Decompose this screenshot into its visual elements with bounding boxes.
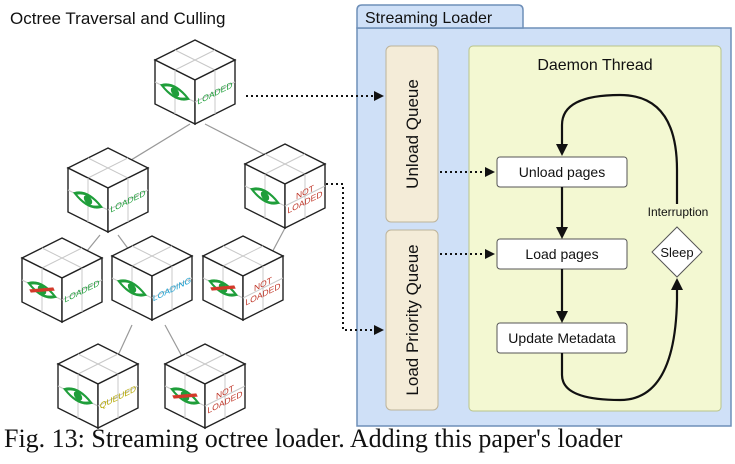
eye-icon — [169, 387, 201, 405]
interruption-label: Interruption — [648, 205, 709, 219]
culled-slash — [210, 285, 236, 291]
unload-queue — [385, 45, 439, 223]
figure-caption: Fig. 13: Streaming octree loader. Adding… — [4, 424, 623, 453]
streaming-loader-title: Streaming Loader — [365, 10, 493, 27]
eye-icon — [72, 191, 104, 209]
culled-slash — [172, 393, 198, 399]
eye-icon — [249, 187, 281, 205]
unload-pages-label: Unload pages — [519, 164, 605, 180]
eye-icon — [207, 279, 239, 297]
octree-node-cube — [21, 237, 103, 323]
diagram-title: Octree Traversal and Culling — [10, 9, 225, 28]
octree-nodes — [21, 39, 326, 429]
octree-node-cube — [67, 147, 149, 233]
eye-icon — [26, 281, 58, 299]
octree-node-cube — [57, 343, 139, 429]
streaming-loader-tab — [356, 4, 524, 29]
eye-icon — [62, 387, 94, 405]
load-priority-queue-label: Load Priority Queue — [403, 244, 422, 395]
daemon-flow-arrows — [556, 93, 683, 402]
daemon-thread-title: Daemon Thread — [537, 57, 652, 74]
eye-icon — [159, 83, 191, 101]
octree-node-cube — [111, 235, 193, 321]
daemon-thread-panel — [468, 45, 722, 412]
sleep-node — [651, 226, 703, 278]
update-metadata-label: Update Metadata — [508, 330, 616, 346]
load-pages-label: Load pages — [525, 246, 598, 262]
eye-icon — [116, 279, 148, 297]
dotted-connectors — [246, 91, 495, 335]
culled-slash — [29, 287, 55, 293]
octree-node-cube — [154, 39, 236, 125]
sleep-label: Sleep — [660, 245, 693, 260]
unload-queue-label: Unload Queue — [403, 79, 422, 189]
load-priority-queue — [385, 229, 439, 411]
